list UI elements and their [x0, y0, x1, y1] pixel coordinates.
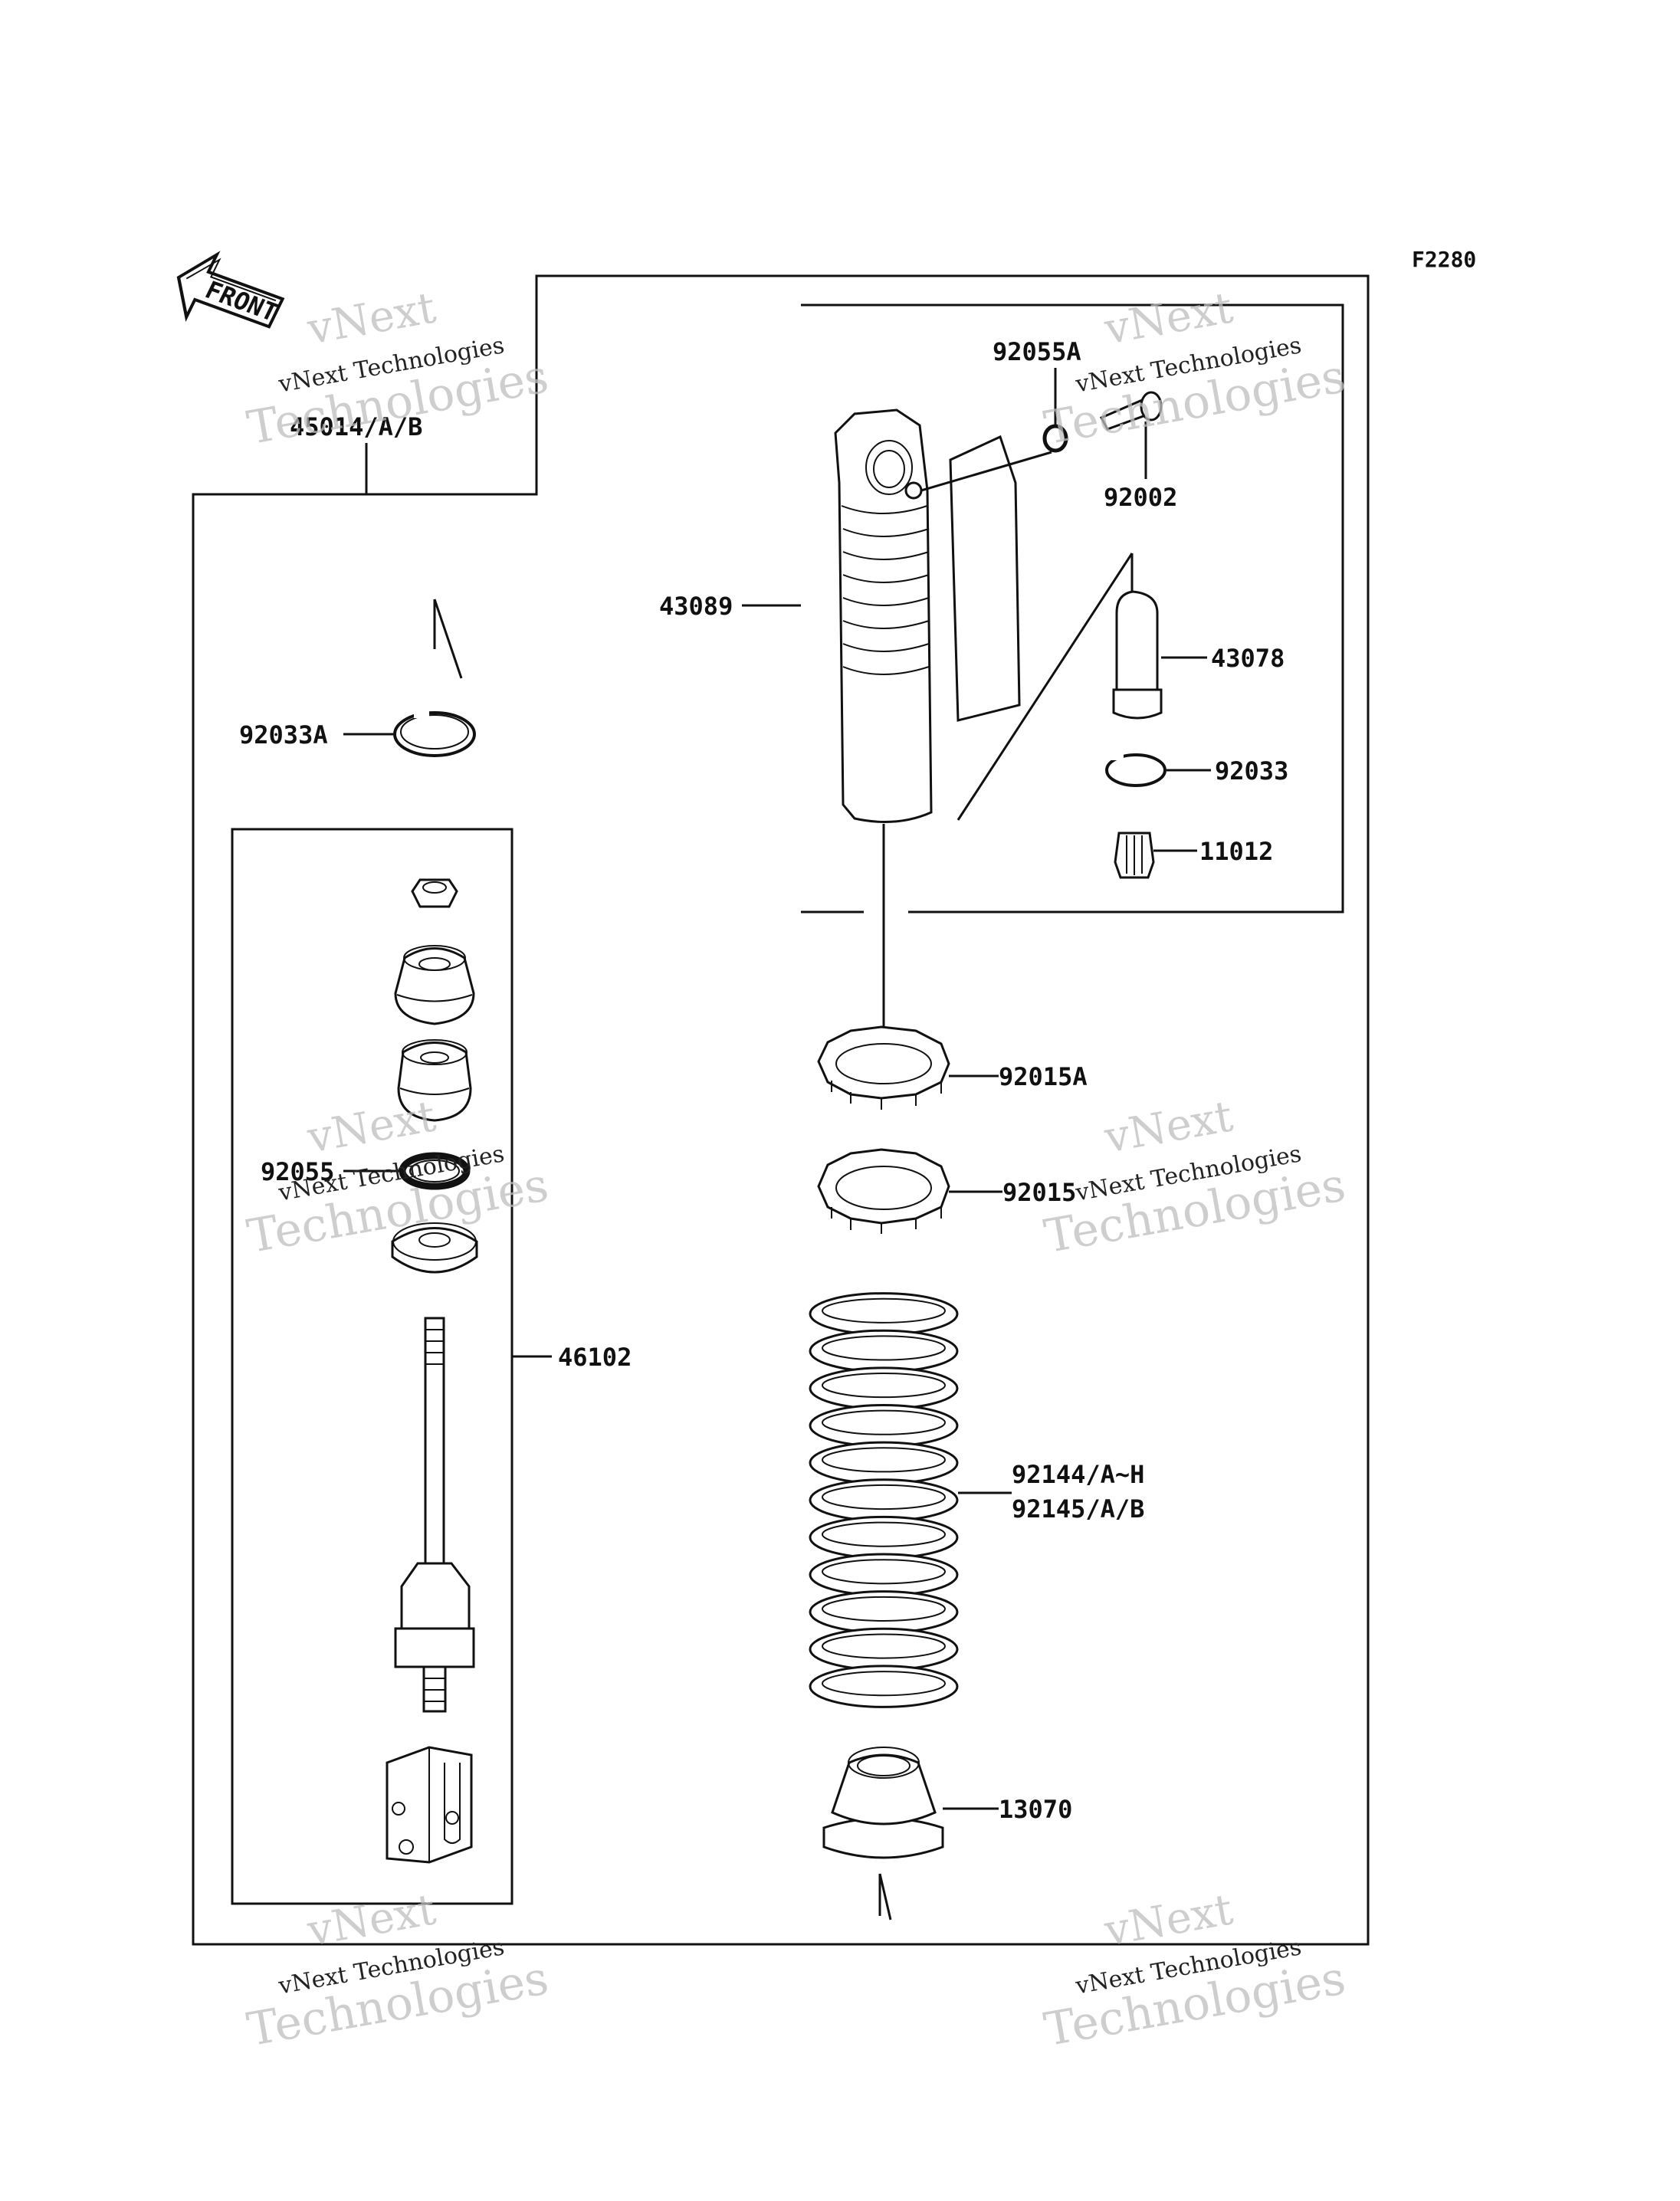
damper-assembly-box — [801, 303, 1344, 914]
callout-92145: 92145/A/B — [1012, 1494, 1144, 1524]
watermark-top-left: vNext vNext Technologies Technologies — [243, 283, 552, 455]
cap-11012 — [1114, 832, 1155, 879]
callout-92055a: 92055A — [993, 337, 1081, 366]
adjuster-nut-92015 — [817, 1148, 950, 1234]
circlip-92033a — [393, 709, 476, 757]
figure-code: F2280 — [1412, 247, 1476, 272]
callout-13070: 13070 — [999, 1795, 1072, 1824]
watermark-mid-right: vNext vNext Technologies Technologies — [1040, 1091, 1349, 1264]
bump-rubber-upper — [394, 945, 475, 1025]
svg-text:vNext: vNext — [1101, 1091, 1237, 1163]
piston-rod — [394, 1317, 475, 1713]
clevis — [386, 1746, 473, 1864]
damper-body — [834, 408, 1021, 823]
callout-45014: 45014/A/B — [290, 412, 422, 441]
svg-text:vNext: vNext — [1101, 283, 1237, 354]
svg-text:vNext: vNext — [1101, 1884, 1237, 1956]
callout-46102: 46102 — [558, 1343, 632, 1372]
svg-text:vNext: vNext — [304, 1091, 440, 1163]
watermark-bottom-left: vNext vNext Technologies Technologies — [243, 1884, 552, 2057]
seal-holder — [391, 1222, 478, 1274]
piston-rod-assembly-box — [231, 828, 514, 1905]
callout-92002: 92002 — [1104, 483, 1177, 512]
spring-coil-inner — [822, 1335, 946, 1361]
callout-92015a: 92015A — [999, 1062, 1088, 1091]
bolt-92002 — [1099, 391, 1163, 431]
spring-coil-inner — [822, 1671, 946, 1697]
callout-11012: 11012 — [1199, 837, 1273, 866]
nut — [411, 878, 458, 908]
callout-43078: 43078 — [1211, 644, 1285, 673]
svg-text:vNext: vNext — [304, 283, 440, 354]
spring-guide-13070 — [822, 1747, 944, 1859]
svg-text:vNext: vNext — [304, 1884, 440, 1956]
outer-frame — [192, 274, 1370, 1946]
spring-coil-inner — [822, 1447, 946, 1473]
spring-coil-inner — [822, 1521, 946, 1547]
spring-coil-inner — [822, 1596, 946, 1622]
bladder-43078 — [1112, 590, 1163, 720]
o-ring-92055a — [1042, 424, 1068, 453]
spring-coil — [809, 1665, 959, 1708]
callout-43089: 43089 — [659, 592, 733, 621]
lock-nut-92015a — [817, 1025, 950, 1110]
spring-coil-inner — [822, 1484, 946, 1511]
spring-coil-inner — [822, 1297, 946, 1324]
callout-92015: 92015 — [1002, 1178, 1076, 1207]
coil-spring — [809, 1292, 959, 1708]
front-arrow: FRONT — [176, 251, 285, 329]
spring-coil-inner — [822, 1373, 946, 1399]
circlip-92033 — [1105, 753, 1166, 787]
spring-coil-inner — [822, 1633, 946, 1659]
spring-coil-inner — [822, 1409, 946, 1435]
callout-92033a: 92033A — [239, 720, 328, 750]
watermark-bottom-right: vNext vNext Technologies Technologies — [1040, 1884, 1349, 2057]
bump-rubber-lower — [397, 1039, 472, 1122]
callout-92144: 92144/A~H — [1012, 1460, 1144, 1489]
callout-92055: 92055 — [261, 1157, 334, 1186]
callout-92033: 92033 — [1215, 756, 1288, 786]
spring-coil-inner — [822, 1559, 946, 1585]
